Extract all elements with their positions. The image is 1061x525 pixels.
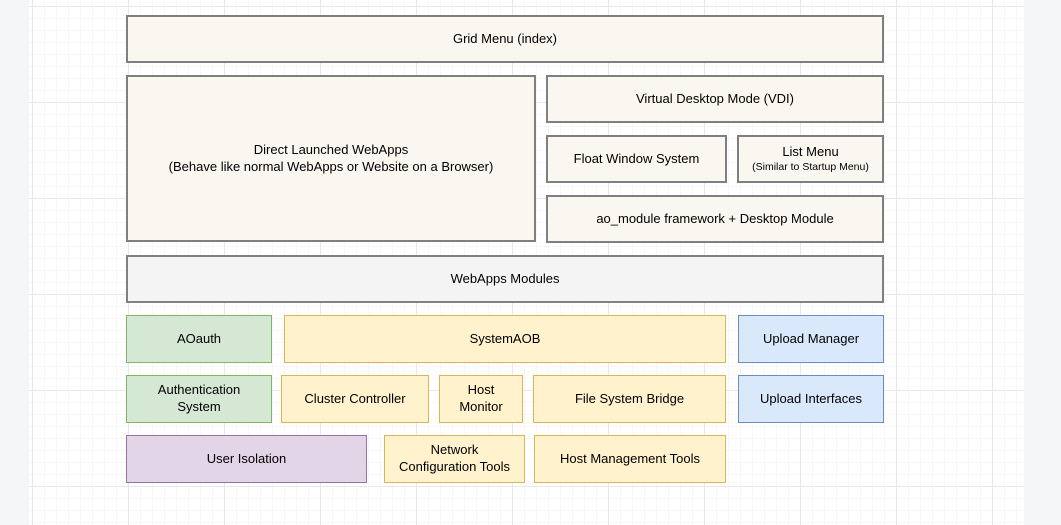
diagram-node-label: Upload Interfaces <box>760 391 862 408</box>
diagram-node-webapps-modules[interactable]: WebApps Modules <box>126 255 884 303</box>
diagram-node-user-isolation[interactable]: User Isolation <box>126 435 367 483</box>
diagram-node-ao-module-framework[interactable]: ao_module framework + Desktop Module <box>546 195 884 243</box>
diagram-node-upload-interfaces[interactable]: Upload Interfaces <box>738 375 884 423</box>
diagram-node-direct-launched[interactable]: Direct Launched WebApps (Behave like nor… <box>126 75 536 242</box>
diagram-node-label: Direct Launched WebApps (Behave like nor… <box>169 142 494 175</box>
diagram-node-label: Authentication System <box>158 382 240 415</box>
diagram-node-label: List Menu(Similar to Startup Menu) <box>752 144 869 174</box>
diagram-node-grid-menu[interactable]: Grid Menu (index) <box>126 15 884 63</box>
diagram-node-host-monitor[interactable]: Host Monitor <box>439 375 523 423</box>
diagram-node-label: Network Configuration Tools <box>399 442 510 475</box>
diagram-node-label: Grid Menu (index) <box>453 31 557 48</box>
diagram-node-label: Host Monitor <box>459 382 502 415</box>
diagram-node-aoauth[interactable]: AOauth <box>126 315 272 363</box>
diagram-node-sublabel: (Similar to Startup Menu) <box>752 161 869 174</box>
diagram-node-label: SystemAOB <box>470 331 541 348</box>
diagram-node-systemaob[interactable]: SystemAOB <box>284 315 726 363</box>
diagram-node-label: Virtual Desktop Mode (VDI) <box>636 91 794 108</box>
diagram-node-label: WebApps Modules <box>451 271 560 288</box>
diagram-node-virtual-desktop-mode[interactable]: Virtual Desktop Mode (VDI) <box>546 75 884 123</box>
diagram-node-file-system-bridge[interactable]: File System Bridge <box>533 375 726 423</box>
diagram-node-label: Host Management Tools <box>560 451 700 468</box>
diagram-node-host-management-tools[interactable]: Host Management Tools <box>534 435 726 483</box>
diagram-node-upload-manager[interactable]: Upload Manager <box>738 315 884 363</box>
diagram-node-authentication-system[interactable]: Authentication System <box>126 375 272 423</box>
diagram-node-float-window-system[interactable]: Float Window System <box>546 135 727 183</box>
diagram-node-label: ao_module framework + Desktop Module <box>596 211 833 228</box>
diagram-node-label: Upload Manager <box>763 331 859 348</box>
diagram-node-cluster-controller[interactable]: Cluster Controller <box>281 375 429 423</box>
diagram-node-list-menu[interactable]: List Menu(Similar to Startup Menu) <box>737 135 884 183</box>
diagram-node-network-config-tools[interactable]: Network Configuration Tools <box>384 435 525 483</box>
diagram-node-label: AOauth <box>177 331 221 348</box>
diagram-node-label: Cluster Controller <box>304 391 405 408</box>
diagram-node-label: Float Window System <box>574 151 700 168</box>
diagram-node-label: File System Bridge <box>575 391 684 408</box>
diagram-node-label: User Isolation <box>207 451 286 468</box>
